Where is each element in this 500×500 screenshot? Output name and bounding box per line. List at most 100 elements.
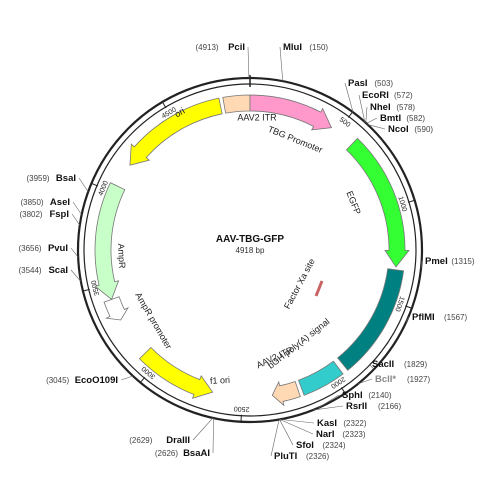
site-name-pmei: PmeI: [425, 256, 448, 267]
site-name-rsrii: RsrII: [346, 401, 367, 412]
site-connector-bsaai: [212, 418, 214, 454]
factor-xa-mark: [314, 280, 324, 297]
site-pos-nhei: (578): [396, 103, 415, 112]
site-pos-bmti: (582): [406, 114, 425, 123]
site-connector-pcii: [247, 46, 250, 79]
site-pos-sfoi: (2324): [322, 441, 345, 450]
site-name-bmti: BmtI: [380, 113, 401, 124]
site-pos-ecori: (572): [394, 91, 413, 100]
tick-label-3500: 3500: [91, 279, 102, 296]
feature-tbg-promoter-1: [249, 94, 333, 131]
site-pos-sacii: (1829): [404, 360, 427, 369]
factor-xa-label: Factor Xa site: [282, 257, 317, 311]
restriction-sites: PciI (4913) MluI (150) PasI (503) EcoRI (572)Nh…: [18, 42, 474, 462]
site-connector-nhei: [365, 106, 368, 123]
site-name-nari: NarI: [316, 429, 334, 440]
site-pos-asei: (3850): [20, 198, 43, 207]
tick-label-1500: 1500: [393, 295, 405, 312]
site-pos-rsrii: (2166): [378, 402, 401, 411]
site-name-bsaai: BsaAI: [183, 448, 210, 459]
site-name-ecoo109i: EcoO109I: [75, 375, 118, 386]
site-name-pflmi: PflMI: [412, 312, 435, 323]
site-pos-bsai: (3959): [26, 174, 49, 183]
feature-ori-9: [129, 97, 223, 166]
site-pos-ecoo109i: (3045): [46, 376, 69, 385]
tick-label-2500: 2500: [234, 405, 250, 413]
site-pos-pmei: (1315): [451, 257, 474, 266]
feature-arrows: [94, 94, 410, 407]
site-name-pcii: PciI: [228, 42, 245, 53]
site-connector-bmti: [366, 117, 378, 124]
site-connector-pasi: [344, 82, 354, 113]
feature-label-4: bGH poly(A) signal: [266, 316, 332, 370]
site-name-ncoi: NcoI: [388, 124, 409, 135]
site-name-scai: ScaI: [48, 265, 68, 276]
site-connector-kasi: [279, 419, 315, 424]
feature-ampr-8: [94, 182, 126, 301]
site-pos-scai: (3544): [18, 266, 41, 275]
site-pos-bsaai: (2626): [155, 449, 178, 458]
feature-label-7: AmpR promoter: [133, 291, 173, 351]
site-connector-rsrii: [312, 405, 344, 411]
site-name-nhei: NheI: [370, 102, 391, 113]
site-name-mlui: MluI: [283, 42, 302, 53]
site-pos-pcii: (4913): [195, 43, 218, 52]
site-pos-nari: (2323): [342, 430, 365, 439]
site-name-kasi: KasI: [317, 418, 337, 429]
feature-label-6: f1 ori: [210, 375, 231, 386]
site-pos-sphi: (2140): [368, 391, 391, 400]
site-connector-nari: [279, 419, 314, 435]
feature-f1-ori-6: [138, 346, 214, 399]
site-name-sfoi: SfoI: [296, 440, 314, 451]
backbone-inner-ring: [83, 83, 417, 417]
site-pos-pasi: (503): [374, 79, 393, 88]
site-pos-mlui: (150): [309, 43, 328, 52]
site-connector-sfoi: [279, 419, 294, 446]
site-name-pluti: PluTI: [274, 451, 297, 462]
feature-label-2: EGFP: [344, 190, 362, 216]
tick-label-1000: 1000: [396, 196, 407, 213]
feature-label-8: AmpR: [116, 243, 127, 269]
site-connector-pflmi: [405, 316, 410, 323]
site-connector-pluti: [270, 419, 280, 457]
site-connector-mlui: [279, 46, 284, 82]
site-connector-asei: [72, 201, 82, 215]
feature-aav2-itr-5: [271, 380, 301, 407]
site-pos-pluti: (2326): [306, 452, 329, 461]
site-connector-ncoi: [367, 124, 386, 130]
site-connector-pvui: [70, 247, 79, 258]
feature-wpre-3: [337, 268, 405, 371]
feature-bgh-poly-a-signal-4: [297, 360, 344, 396]
backbone-outer-ring: [76, 76, 424, 424]
site-connector-sacii: [368, 363, 375, 370]
feature-aav2-itr-0: [222, 94, 251, 114]
site-name-pasi: PasI: [348, 78, 368, 89]
feature-label-9: ori: [173, 106, 187, 120]
plasmid-size: 4918 bp: [236, 246, 265, 255]
feature-ampr-promoter-7: [103, 296, 130, 321]
site-name-fspi: FspI: [49, 209, 69, 220]
site-connector-fspi: [71, 213, 81, 226]
site-name-pvui: PvuI: [48, 243, 68, 254]
site-name-ecori: EcoRI: [362, 90, 389, 101]
feature-egfp-2: [345, 137, 410, 268]
site-connector-draiii: [192, 417, 214, 441]
site-connector-bcli: [358, 378, 373, 385]
site-connector-scai: [70, 269, 82, 282]
site-connector-ecoo109i: [120, 375, 134, 381]
site-pos-fspi: (3802): [19, 210, 42, 219]
site-connector-sphi: [318, 394, 340, 409]
site-name-bcli: BclI*: [375, 374, 396, 385]
site-name-draiii: DraIII: [166, 435, 190, 446]
site-pos-draiii: (2629): [129, 436, 152, 445]
site-connector-bsai: [78, 177, 89, 192]
site-name-bsai: BsaI: [56, 173, 76, 184]
site-connector-pmei: [420, 260, 423, 269]
feature-label-0: AAV2 ITR: [237, 112, 277, 122]
site-name-sphi: SphI: [342, 390, 363, 401]
tick-label-500: 500: [338, 116, 352, 129]
site-pos-bcli: (1927): [407, 375, 430, 384]
site-pos-pflmi: (1567): [444, 313, 467, 322]
plasmid-name: AAV-TBG-GFP: [216, 234, 284, 245]
